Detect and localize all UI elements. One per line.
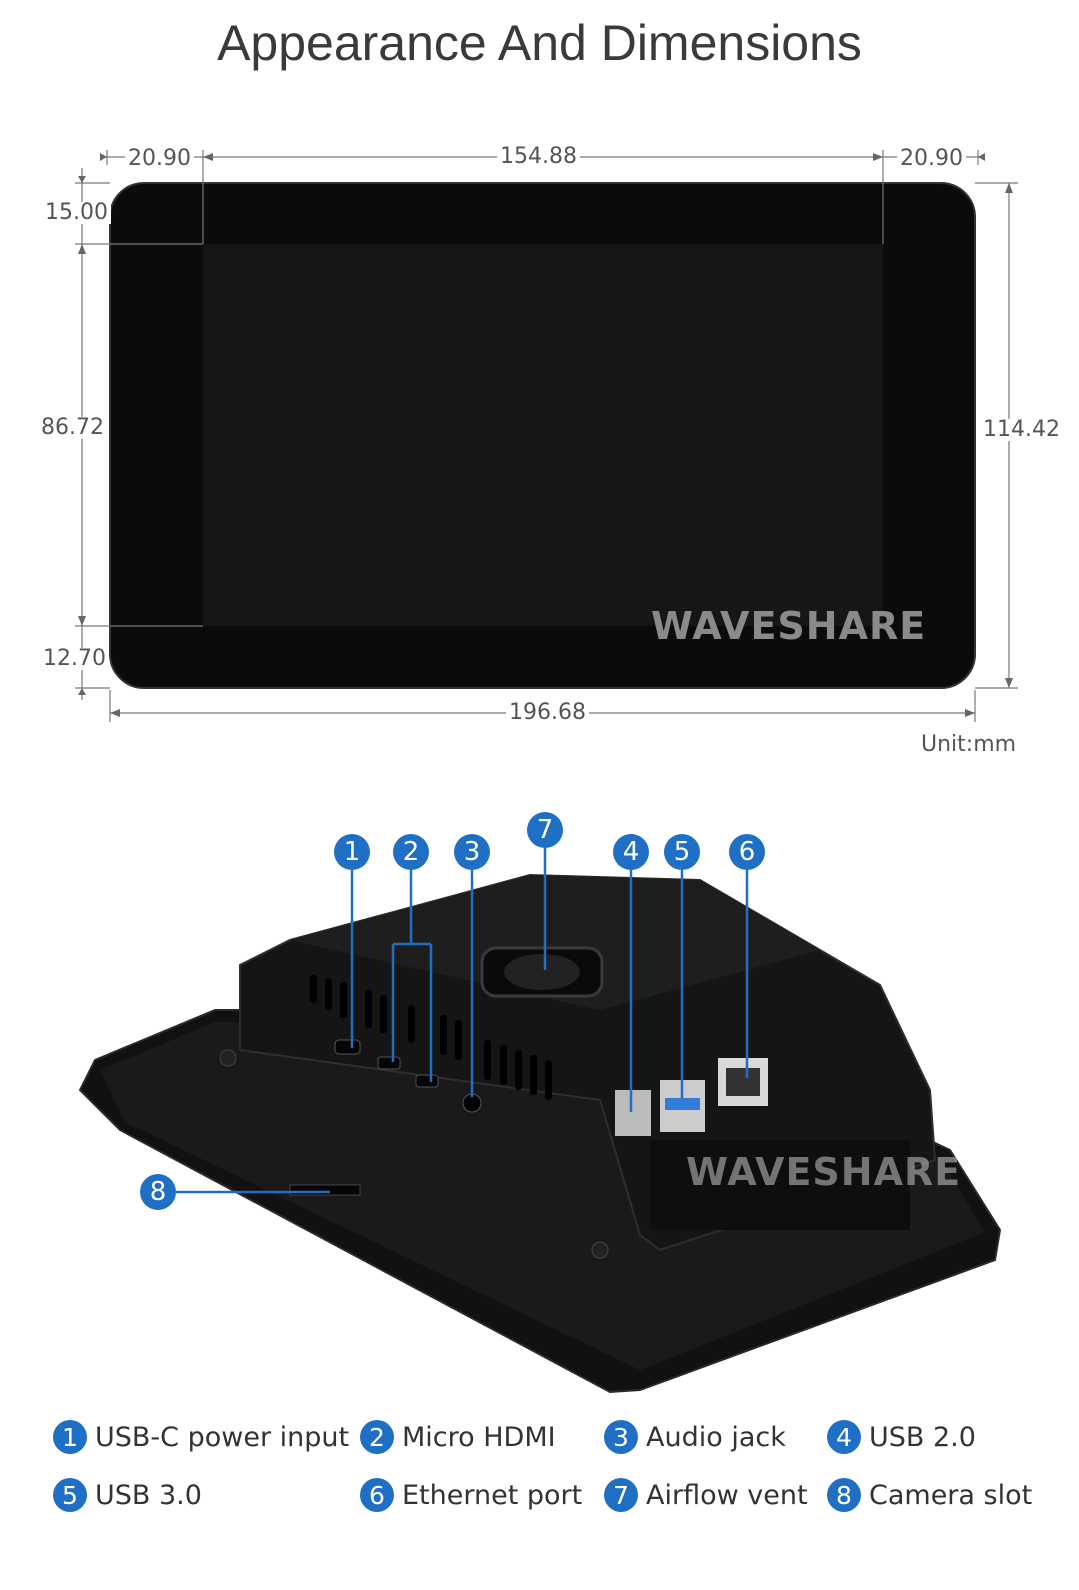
- legend-badge: 6: [360, 1478, 394, 1512]
- dim-screen-width: 154.88: [497, 146, 580, 168]
- callout-4: 4: [613, 834, 649, 870]
- callout-1: 1: [334, 834, 370, 870]
- brand-logo-back: WAVESHARE: [686, 1150, 962, 1194]
- dim-total-width: 196.68: [506, 702, 589, 724]
- legend-label: Airflow vent: [646, 1479, 808, 1511]
- callout-6: 6: [729, 834, 765, 870]
- brand-logo-front: WAVESHARE: [651, 604, 927, 648]
- legend-label: USB 3.0: [95, 1479, 202, 1511]
- dim-top-bezel: 15.00: [42, 202, 111, 224]
- callout-8: 8: [140, 1174, 176, 1210]
- dim-left-bezel: 20.90: [125, 148, 194, 170]
- legend-badge: 4: [827, 1420, 861, 1454]
- legend-label: Micro HDMI: [402, 1421, 556, 1453]
- legend-item-usb-3: 5 USB 3.0: [53, 1478, 202, 1512]
- dim-bottom-bezel: 12.70: [40, 648, 109, 670]
- callout-5: 5: [664, 834, 700, 870]
- legend-item-usb-c: 1 USB-C power input: [53, 1420, 349, 1454]
- callout-2: 2: [393, 834, 429, 870]
- page-title: Appearance And Dimensions: [217, 15, 862, 71]
- legend-badge: 3: [604, 1420, 638, 1454]
- legend-item-airflow: 7 Airflow vent: [604, 1478, 808, 1512]
- legend-label: Audio jack: [646, 1421, 786, 1453]
- callout-7: 7: [527, 812, 563, 848]
- legend-label: USB 2.0: [869, 1421, 976, 1453]
- legend-item-micro-hdmi: 2 Micro HDMI: [360, 1420, 556, 1454]
- legend-badge: 2: [360, 1420, 394, 1454]
- legend-badge: 5: [53, 1478, 87, 1512]
- screen-area: [203, 244, 883, 626]
- legend-badge: 8: [827, 1478, 861, 1512]
- legend-badge: 1: [53, 1420, 87, 1454]
- callout-3: 3: [454, 834, 490, 870]
- device-back-view: [78, 873, 1002, 1394]
- dim-right-bezel: 20.90: [897, 148, 966, 170]
- legend-badge: 7: [604, 1478, 638, 1512]
- legend-label: USB-C power input: [95, 1421, 350, 1453]
- legend-item-ethernet: 6 Ethernet port: [360, 1478, 582, 1512]
- legend-item-usb-2: 4 USB 2.0: [827, 1420, 976, 1454]
- legend-item-camera: 8 Camera slot: [827, 1478, 1032, 1512]
- legend-item-audio-jack: 3 Audio jack: [604, 1420, 786, 1454]
- unit-label: Unit:mm: [921, 732, 1017, 757]
- dim-screen-height: 86.72: [38, 417, 107, 439]
- legend-label: Camera slot: [869, 1479, 1033, 1511]
- dim-total-height: 114.42: [980, 419, 1063, 441]
- legend-label: Ethernet port: [402, 1479, 583, 1511]
